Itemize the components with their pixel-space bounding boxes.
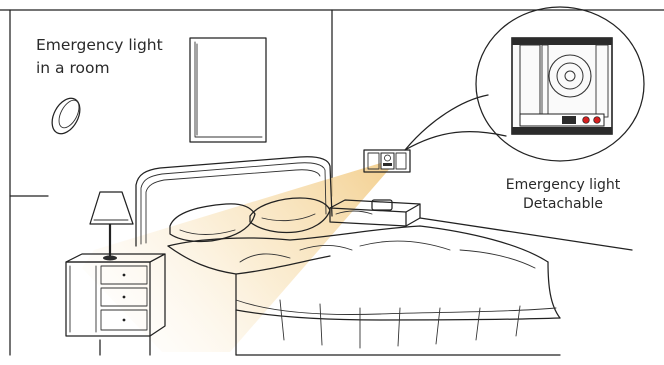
room-label: Emergency light in a room	[36, 34, 163, 80]
detachable-label: Emergency light Detachable	[497, 176, 629, 214]
ceiling-light-icon	[46, 94, 85, 139]
room-label-line2: in a room	[36, 57, 163, 80]
detachable-label-line2: Detachable	[497, 195, 629, 214]
wall-picture	[190, 38, 266, 142]
callout-tail-upper	[405, 95, 488, 150]
wall-floor-line-right	[420, 218, 632, 250]
module-red-led-right	[594, 117, 601, 124]
floor-legs	[100, 336, 150, 355]
room-label-line1: Emergency light	[36, 34, 163, 57]
emergency-light-module-icon	[512, 38, 612, 134]
module-red-led-left	[583, 117, 590, 124]
wall-socket-plate	[364, 150, 410, 172]
detachable-label-line1: Emergency light	[497, 176, 629, 195]
light-beam	[82, 162, 392, 352]
